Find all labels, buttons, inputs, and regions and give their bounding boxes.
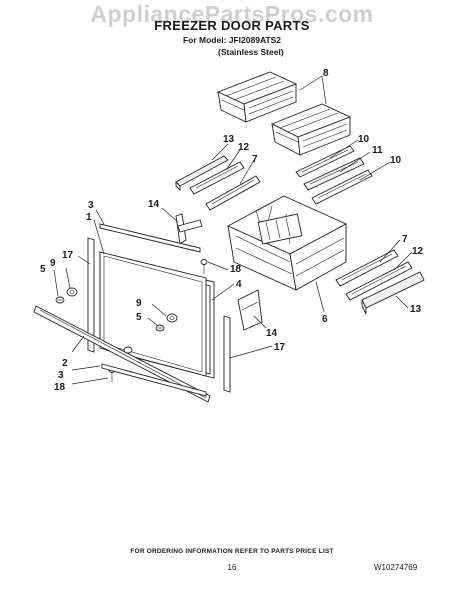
model-line: For Model: JFI2089ATS2 [182,35,282,45]
watermark: AppliancePartsPros.com [90,1,374,27]
part-12-upper-rail [189,161,245,195]
callout-13-lower: 13 [410,304,422,315]
part-18-screw-upper [200,259,208,274]
callout-8: 8 [323,68,329,79]
callout-4: 4 [236,279,242,290]
callout-10-lower: 10 [390,155,402,166]
callout-18-upper: 18 [230,264,242,275]
document-number: W10274769 [374,563,418,572]
part-1-door-panel [99,251,207,377]
part-8-upper-basket [216,71,298,123]
callout-3-lower: 3 [58,370,64,381]
part-13-lower-rail [361,271,425,315]
part-10-lower-rail [311,169,373,205]
callout-13-upper: 13 [223,134,235,145]
callout-12-lower: 12 [412,246,424,257]
callout-14-lower: 14 [266,328,278,339]
part-17-left-trim [87,237,95,353]
callout-9-right: 9 [136,298,142,309]
callout-5-left: 5 [40,264,46,275]
callout-7-lower: 7 [402,234,408,245]
callout-18-lower: 18 [54,382,66,393]
callout-7-upper: 7 [252,154,258,165]
callout-1: 1 [86,212,92,223]
part-13-upper-rail [175,155,229,192]
ordering-note: FOR ORDERING INFORMATION REFER TO PARTS … [130,548,334,555]
part-9-spacer-left [66,287,78,297]
hinge-pin [123,346,133,354]
part-17-right-trim [223,315,231,393]
part-2-handle [33,305,211,403]
part-14-upper-bracket [175,213,203,245]
part-3-top-trim [99,223,201,253]
callout-5-right: 5 [136,312,142,323]
callout-9-left: 9 [50,258,56,269]
callout-17-right: 17 [274,342,286,353]
callout-2: 2 [62,358,68,369]
callout-17-left: 17 [62,250,74,261]
callout-14-upper: 14 [148,199,160,210]
page-title: FREEZER DOOR PARTS [154,18,310,33]
finish-line: (Stainless Steel) [218,47,284,57]
part-5-screw-right [155,324,165,332]
part-6-freezer-basket [226,195,348,291]
part-10-upper-rail [295,145,355,178]
part-14-lower-bracket [237,289,263,331]
part-9-spacer-right [166,313,178,323]
part-7-upper-rail [205,175,261,211]
part-5-screw-left [55,296,65,304]
part-8-lower-basket [270,103,352,156]
callout-12-upper: 12 [238,142,250,153]
callout-6: 6 [322,314,328,325]
callout-3-upper: 3 [88,200,94,211]
part-11-rail [303,157,365,191]
callout-10-upper: 10 [358,134,370,145]
page-number: 16 [227,563,237,572]
callout-11: 11 [372,145,383,156]
part-12-lower-rail [345,261,413,301]
part-3-bottom-trim [101,363,207,397]
